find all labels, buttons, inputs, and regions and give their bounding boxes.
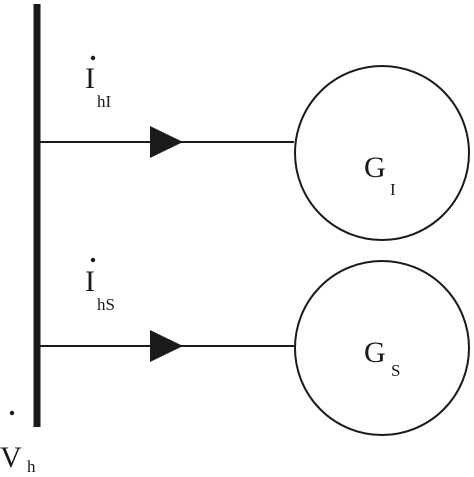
branch-2-current-symbol: I xyxy=(85,265,95,298)
branch-2-current-arrow xyxy=(150,330,183,362)
generator-2-subscript: S xyxy=(391,361,400,380)
branch-2-current-dot xyxy=(90,257,96,263)
generator-1-subscript: I xyxy=(390,180,396,199)
branch-1-current-subscript: hI xyxy=(97,92,112,111)
branch-1-current-arrow xyxy=(150,126,183,158)
generator-1-symbol: G xyxy=(364,151,386,184)
bus-voltage-subscript: h xyxy=(27,457,36,476)
generator-1-circle xyxy=(294,65,470,241)
branch-1-current-symbol: I xyxy=(85,62,95,95)
branch-2-current-subscript: hS xyxy=(97,295,115,314)
bus-voltage-symbol: V xyxy=(0,441,22,474)
generator-2-symbol: G xyxy=(364,336,386,369)
branch-1-current-dot xyxy=(90,55,96,61)
bus-voltage-dot xyxy=(9,410,15,416)
generator-2-circle xyxy=(294,260,470,436)
